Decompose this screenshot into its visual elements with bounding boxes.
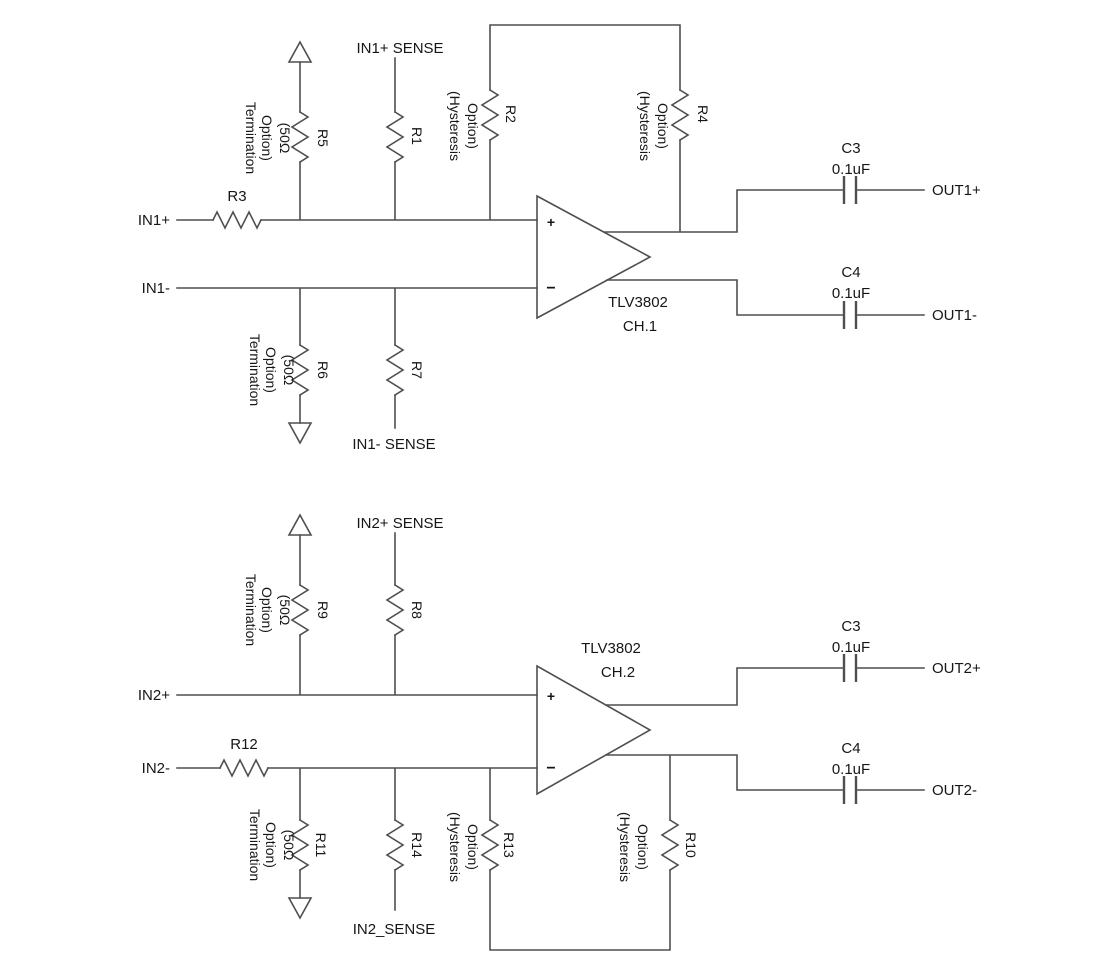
ch2-r13-hysteresis-label-2: Option) bbox=[465, 824, 481, 870]
resistor-r4 bbox=[671, 89, 689, 141]
ch2-c3-value: 0.1uF bbox=[832, 639, 870, 656]
ch1-c4-value: 0.1uF bbox=[832, 285, 870, 302]
ch1-r4-hysteresis-label-1: (Hysteresis bbox=[637, 91, 653, 161]
resistor-r14 bbox=[386, 819, 404, 871]
ch2-channel-label: CH.2 bbox=[601, 664, 635, 681]
capacitor-c3-ch2 bbox=[842, 652, 858, 684]
ch2-sense-neg-label: IN2_SENSE bbox=[353, 921, 436, 938]
ch1-r3-label: R3 bbox=[227, 188, 246, 205]
ch2-device-label: TLV3802 bbox=[581, 640, 641, 657]
ch2-in-neg-label: IN2- bbox=[142, 760, 170, 777]
ch1-r2-hysteresis-label-2: Option) bbox=[465, 103, 481, 149]
resistor-r3 bbox=[212, 211, 262, 229]
ch2-r11-label: R11 bbox=[313, 833, 329, 858]
ch1-r6-termination-label-2: Option) bbox=[263, 347, 279, 393]
channel2-circuit: IN2+ R12 IN2- IN2+ SENSE IN2_SENSE + − T… bbox=[138, 514, 981, 951]
ch2-r10-hysteresis-label-1: (Hysteresis bbox=[617, 812, 633, 882]
ch2-r8-label: R8 bbox=[409, 601, 425, 619]
ch2-r9-termination-label-1: Termination bbox=[243, 574, 259, 646]
ch2-r13-hysteresis-label-1: (Hysteresis bbox=[447, 812, 463, 882]
ch1-r2-hysteresis-label-1: (Hysteresis bbox=[447, 91, 463, 161]
ch2-c4-value: 0.1uF bbox=[832, 761, 870, 778]
resistor-r5 bbox=[291, 111, 309, 163]
ch1-minus-input-label: − bbox=[546, 280, 555, 297]
ch1-r6-termination-label-1: Termination bbox=[247, 334, 263, 406]
ch1-device-label: TLV3802 bbox=[608, 294, 668, 311]
ch1-termination-bottom-terminal-icon bbox=[288, 422, 312, 444]
ch1-r7-label: R7 bbox=[409, 361, 425, 379]
ch1-sense-neg-label: IN1- SENSE bbox=[352, 436, 435, 453]
resistor-r12 bbox=[219, 759, 269, 777]
ch1-in-neg-label: IN1- bbox=[142, 280, 170, 297]
ch2-termination-bottom-terminal-icon bbox=[288, 897, 312, 919]
ch1-termination-top-terminal-icon bbox=[288, 41, 312, 63]
channel1-circuit: IN1+ R3 IN1- IN1+ SENSE IN1- SENSE + − T… bbox=[138, 24, 981, 453]
wire-segments-ch2 bbox=[176, 532, 925, 951]
ch1-in-pos-label: IN1+ bbox=[138, 212, 170, 229]
capacitor-c4-ch1 bbox=[842, 299, 858, 331]
ch2-c3-name: C3 bbox=[841, 618, 860, 635]
ch2-r9-termination-label-3: (50Ω bbox=[277, 595, 293, 626]
resistor-r7 bbox=[386, 344, 404, 396]
ch2-r10-label: R10 bbox=[683, 832, 699, 858]
resistor-r1 bbox=[386, 111, 404, 163]
ch2-r10-hysteresis-label-2: Option) bbox=[635, 824, 651, 870]
ch2-in-pos-label: IN2+ bbox=[138, 687, 170, 704]
ch2-r14-label: R14 bbox=[409, 832, 425, 858]
ch2-out-pos-label: OUT2+ bbox=[932, 660, 981, 677]
ch1-r5-termination-label-2: Option) bbox=[259, 115, 275, 161]
ch1-r5-termination-label-3: (50Ω bbox=[277, 123, 293, 154]
ch1-out-pos-label: OUT1+ bbox=[932, 182, 981, 199]
ch1-r1-label: R1 bbox=[409, 127, 425, 145]
ch2-plus-input-label: + bbox=[547, 688, 555, 704]
resistor-r13 bbox=[481, 819, 499, 871]
ch2-sense-pos-label: IN2+ SENSE bbox=[356, 515, 443, 532]
ch2-r12-label: R12 bbox=[230, 736, 258, 753]
ch2-r11-termination-label-1: Termination bbox=[247, 809, 263, 881]
capacitor-c4-ch2 bbox=[842, 774, 858, 806]
ch1-r6-label: R6 bbox=[315, 361, 331, 379]
ch1-comparator-symbol bbox=[536, 194, 652, 320]
ch1-r2-label: R2 bbox=[503, 105, 519, 123]
ch1-r6-termination-label-3: (50Ω bbox=[281, 355, 297, 386]
ch2-r13-label: R13 bbox=[501, 832, 517, 858]
ch2-out-neg-label: OUT2- bbox=[932, 782, 977, 799]
ch1-r5-label: R5 bbox=[315, 129, 331, 147]
ch2-r11-termination-label-3: (50Ω bbox=[281, 830, 297, 861]
resistor-r2 bbox=[481, 89, 499, 141]
ch1-r4-hysteresis-label-2: Option) bbox=[655, 103, 671, 149]
ch2-r9-termination-label-2: Option) bbox=[259, 587, 275, 633]
ch1-out-neg-label: OUT1- bbox=[932, 307, 977, 324]
ch2-r11-termination-label-2: Option) bbox=[263, 822, 279, 868]
ch1-sense-pos-label: IN1+ SENSE bbox=[356, 40, 443, 57]
resistor-r8 bbox=[386, 584, 404, 636]
ch1-c3-value: 0.1uF bbox=[832, 161, 870, 178]
ch2-minus-input-label: − bbox=[546, 760, 555, 777]
ch1-plus-input-label: + bbox=[547, 214, 555, 230]
wire-segments-ch1 bbox=[176, 24, 925, 429]
ch1-c4-name: C4 bbox=[841, 264, 860, 281]
resistor-r10 bbox=[661, 819, 679, 871]
ch2-r9-label: R9 bbox=[315, 601, 331, 619]
ch1-channel-label: CH.1 bbox=[623, 318, 657, 335]
resistor-r9 bbox=[291, 584, 309, 636]
ch1-c3-name: C3 bbox=[841, 140, 860, 157]
capacitor-c3-ch1 bbox=[842, 174, 858, 206]
ch1-r4-label: R4 bbox=[695, 105, 711, 123]
ch2-c4-name: C4 bbox=[841, 740, 860, 757]
ch1-r5-termination-label-1: Termination bbox=[243, 102, 259, 174]
ch2-comparator-symbol bbox=[536, 664, 652, 796]
ch2-termination-top-terminal-icon bbox=[288, 514, 312, 536]
